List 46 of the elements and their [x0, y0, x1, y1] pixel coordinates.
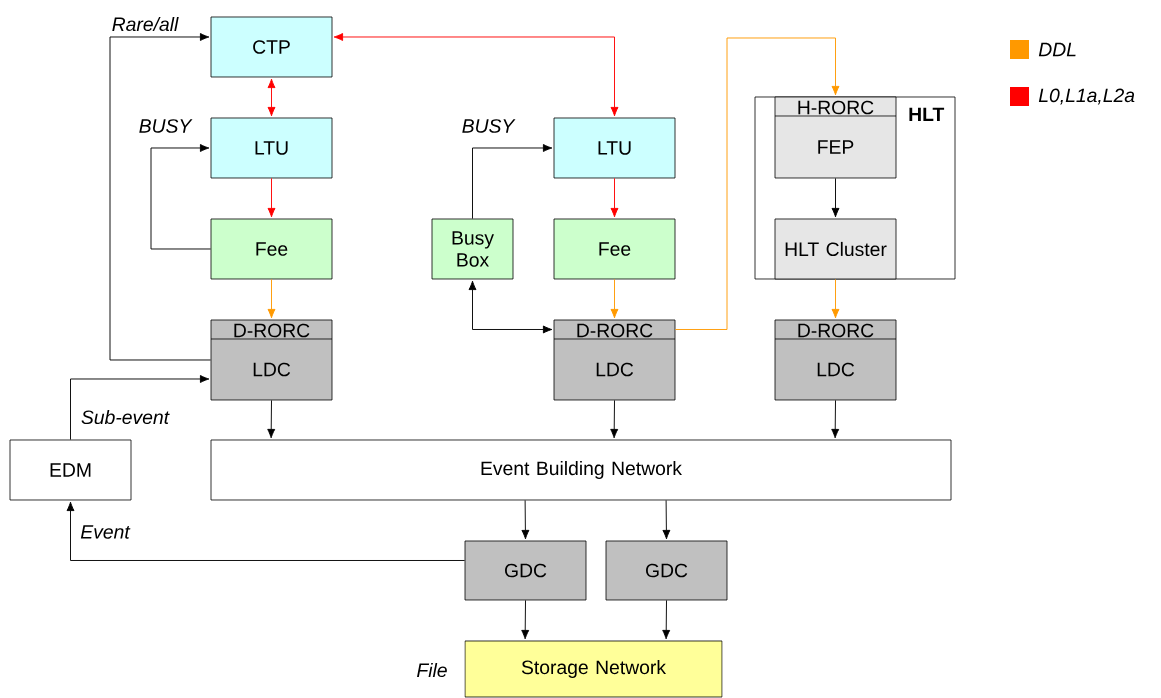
- arrow: [468, 280, 553, 334]
- process-box: D-RORC LDC: [210, 319, 333, 401]
- arrow: [267, 278, 276, 319]
- legend-label: DDL: [1038, 42, 1076, 57]
- process-box: D-RORC LDC: [553, 319, 676, 401]
- arrow: [610, 278, 619, 319]
- arrow: [267, 399, 276, 439]
- edge-label: BUSY: [137, 117, 193, 135]
- legend-label: L0,L1a,L2a: [1038, 88, 1135, 105]
- arrow: [831, 278, 840, 319]
- process-box: Busy Box: [431, 218, 514, 280]
- arrow: [70, 375, 210, 441]
- process-box: D-RORC LDC: [774, 319, 897, 401]
- arrow: [610, 399, 619, 439]
- process-box: GDC: [464, 540, 587, 601]
- arrow: [109, 33, 212, 361]
- annotation-label: File: [417, 662, 447, 678]
- arrow: [674, 37, 840, 330]
- process-box: Event Building Network: [210, 439, 952, 501]
- process-box: GDC: [605, 540, 728, 601]
- arrow: [66, 501, 466, 561]
- arrow: [610, 177, 619, 218]
- arrow: [831, 177, 840, 218]
- process-box: Fee: [210, 218, 333, 280]
- arrow: [662, 499, 671, 540]
- edge-label: Event: [78, 523, 132, 541]
- process-box: LTU: [210, 117, 333, 179]
- arrow: [333, 33, 619, 117]
- process-box: CTP: [210, 16, 333, 78]
- arrow: [831, 399, 840, 439]
- arrow: [521, 599, 530, 640]
- edge-label: Rare/all: [110, 15, 180, 33]
- arrow: [521, 499, 530, 540]
- process-box: LTU: [553, 117, 676, 179]
- process-box: H-RORC FEP: [774, 96, 897, 179]
- process-box: HLT Cluster: [774, 218, 897, 280]
- arrow: [472, 144, 553, 220]
- arrow: [267, 177, 276, 218]
- arrow: [150, 144, 212, 250]
- process-box: Fee: [553, 218, 676, 280]
- edge-label: BUSY: [460, 117, 516, 135]
- arrow: [267, 78, 276, 117]
- process-box: EDM: [9, 439, 132, 501]
- edge-label: Sub-event: [79, 408, 171, 426]
- arrow: [662, 599, 671, 640]
- process-box: Storage Network: [464, 640, 723, 698]
